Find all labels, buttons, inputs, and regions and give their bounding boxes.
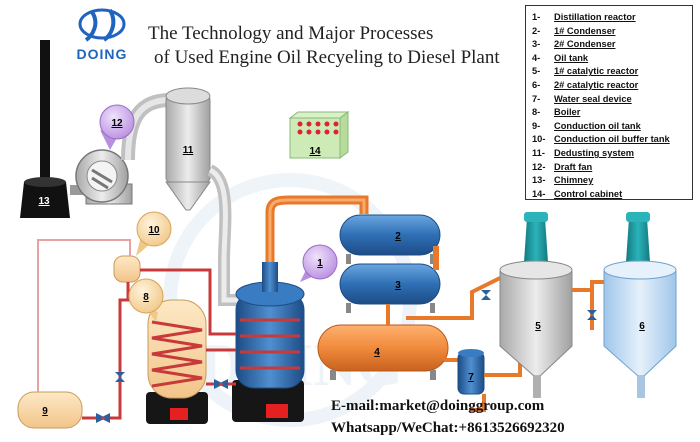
- duct-fan-dedust: [121, 93, 171, 161]
- legend-item: 9-Conduction oil tank: [532, 120, 641, 131]
- title-line-1: The Technology and Major Processes: [148, 23, 434, 44]
- chimney: [20, 40, 70, 218]
- catalytic-reactor-1: [499, 212, 573, 398]
- callout-12: [99, 104, 135, 150]
- legend-item: 8-Boiler: [532, 107, 581, 118]
- dedusting-system: [165, 87, 211, 211]
- label-1: 1: [317, 258, 323, 269]
- condenser-1: [339, 214, 441, 264]
- doing-logo-icon: [78, 8, 126, 42]
- valve-icon-2: [587, 310, 597, 320]
- legend-item: 14-Control cabinet: [532, 188, 623, 199]
- callout-10: [136, 211, 172, 256]
- label-5: 5: [535, 321, 541, 332]
- legend-box: 1-Distillation reactor 2-1# Condenser 3-…: [525, 5, 693, 200]
- label-3: 3: [395, 280, 401, 291]
- contact-whatsapp: Whatsapp/WeChat:+8613526692320: [331, 420, 565, 436]
- contact-email: E-mail:market@doinggroup.com: [331, 398, 545, 414]
- legend-item: 6-2# catalytic reactor: [532, 79, 639, 90]
- legend-item: 12-Draft fan: [532, 161, 593, 172]
- oil-to-catalytic-pipe: [406, 276, 501, 320]
- label-4: 4: [374, 347, 380, 358]
- label-9: 9: [42, 406, 48, 417]
- label-6: 6: [639, 321, 645, 332]
- label-13: 13: [38, 196, 50, 207]
- vapor-pipe: [265, 195, 369, 262]
- legend-item: 7-Water seal device: [532, 93, 632, 104]
- legend-item: 10-Conduction oil buffer tank: [532, 134, 670, 145]
- legend-item: 11-Dedusting system: [532, 147, 635, 158]
- legend-item: 2-1# Condenser: [532, 25, 616, 36]
- oil-tank: [317, 324, 449, 380]
- label-11: 11: [183, 145, 194, 156]
- valve-icon: [481, 290, 491, 300]
- title-line-2: of Used Engine Oil Recyeling to Diesel P…: [154, 47, 500, 68]
- legend-item: 1-Distillation reactor: [532, 12, 636, 22]
- legend-item: 13-Chimney: [532, 175, 594, 186]
- catalytic-reactor-2: [603, 212, 677, 398]
- page-title: The Technology and Major Processes of Us…: [148, 22, 500, 70]
- valve-icon-3: [96, 372, 228, 423]
- label-2: 2: [395, 231, 401, 242]
- label-10: 10: [148, 225, 160, 236]
- callout-1: [300, 244, 338, 282]
- conduction-oil-buffer-tank: [113, 255, 141, 283]
- legend-item: 4-Oil tank: [532, 52, 589, 63]
- label-8: 8: [143, 292, 149, 303]
- conduction-oil-tank: [17, 391, 83, 429]
- distillation-reactor: [232, 262, 305, 422]
- legend-item: 5-1# catalytic reactor: [532, 66, 639, 77]
- brand-logo-text: DOING: [76, 46, 128, 62]
- draft-fan: [70, 149, 133, 205]
- label-12: 12: [111, 118, 123, 129]
- legend-item: 3-2# Condenser: [532, 39, 616, 50]
- label-14: 14: [309, 146, 321, 157]
- conduction-oil-pipes: [37, 239, 300, 420]
- boiler: [146, 299, 208, 424]
- callout-8: [128, 278, 164, 322]
- label-7: 7: [468, 372, 474, 383]
- control-cabinet: [288, 111, 350, 159]
